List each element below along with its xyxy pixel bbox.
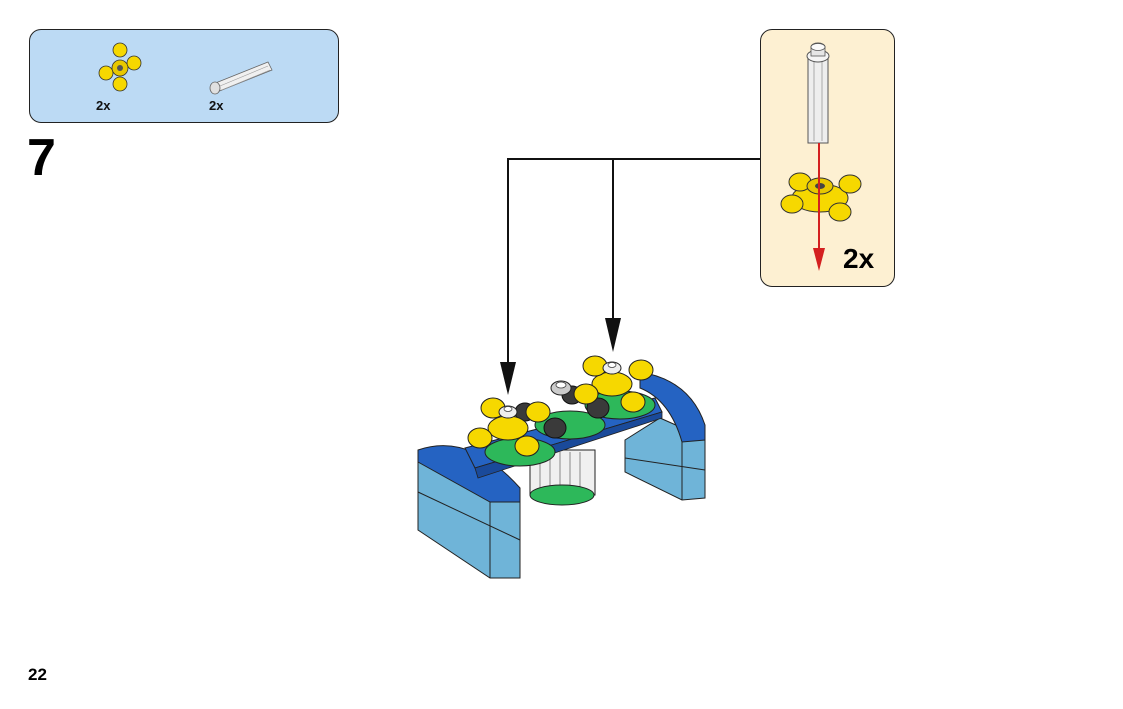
arrow-down-icon xyxy=(500,362,516,395)
page-number: 22 xyxy=(28,665,47,684)
part-quantity: 2x xyxy=(96,98,111,113)
model-assembly xyxy=(417,355,706,579)
red-arrow-down-icon xyxy=(813,248,825,271)
callout-quantity: 2x xyxy=(843,243,875,274)
arrow-down-icon xyxy=(605,318,621,352)
callout-connector-lines xyxy=(507,158,760,380)
axle-pin-vertical-icon xyxy=(806,42,830,144)
parts-list-box xyxy=(29,29,339,123)
yellow-connector-icon xyxy=(98,42,142,92)
part-quantity: 2x xyxy=(209,98,224,113)
yellow-connector-icon xyxy=(780,172,862,222)
axle-pin-icon xyxy=(209,61,273,95)
step-number: 7 xyxy=(27,129,56,187)
